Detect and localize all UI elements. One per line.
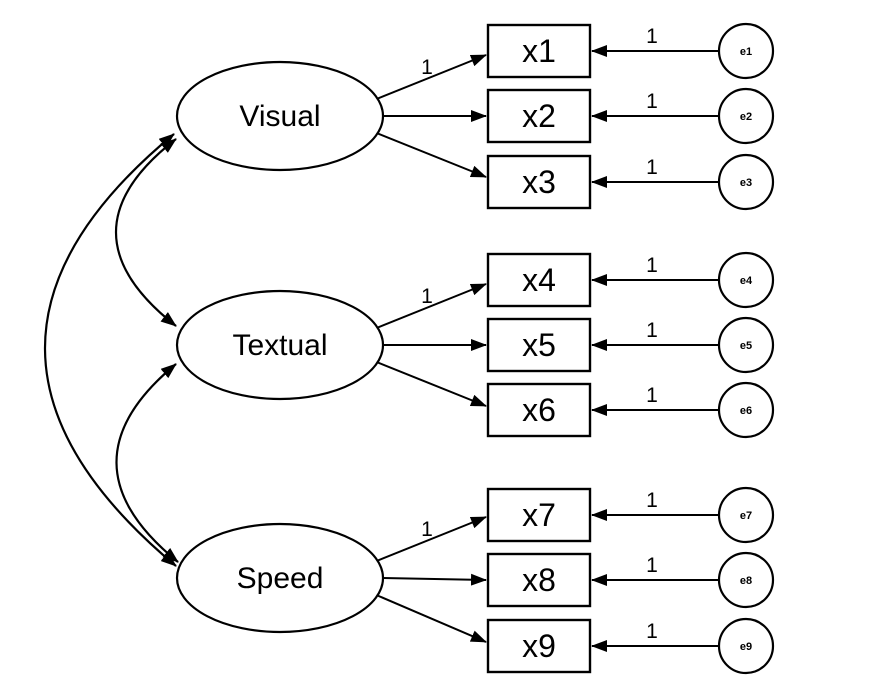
error-circle-e9: [717, 617, 775, 675]
factor-label-textual: Textual: [232, 329, 327, 362]
loading-arrow-speed-x9: [373, 593, 487, 643]
error-weight-label-e2: 1: [646, 90, 658, 113]
indicator-label-x1: x1: [522, 33, 556, 69]
indicator-label-x6: x6: [522, 392, 556, 428]
loading-arrow-textual-x4: [373, 283, 487, 330]
error-weight-label-e6: 1: [646, 384, 658, 407]
error-circle-e2: [717, 87, 775, 145]
error-weight-label-e7: 1: [646, 489, 658, 512]
error-label-e9: e9: [740, 641, 752, 653]
error-label-e5: e5: [740, 340, 752, 352]
indicator-label-x8: x8: [522, 562, 556, 598]
error-circle-e4: [717, 251, 775, 309]
error-weight-label-e3: 1: [646, 156, 658, 179]
error-label-e6: e6: [740, 405, 752, 417]
covariance-arrow-textual-speed: [115, 363, 179, 563]
indicator-label-x5: x5: [522, 327, 556, 363]
error-label-e4: e4: [740, 275, 753, 287]
latent-factor-ellipse-textual: [175, 289, 385, 401]
error-label-e3: e3: [740, 177, 752, 189]
indicator-box-x9: [486, 618, 592, 674]
indicator-label-x7: x7: [522, 497, 556, 533]
loading-arrow-speed-x7: [373, 516, 487, 563]
error-circle-e7: [717, 486, 775, 544]
error-weight-label-e4: 1: [646, 254, 658, 277]
error-label-e7: e7: [740, 510, 752, 522]
indicator-box-x5: [486, 317, 592, 373]
error-circle-e5: [717, 316, 775, 374]
indicator-label-x4: x4: [522, 262, 556, 298]
indicator-box-x1: [486, 23, 592, 79]
indicator-box-x3: [486, 154, 592, 210]
error-weight-label-e1: 1: [646, 25, 658, 48]
loading-arrow-visual-x3: [373, 131, 487, 178]
latent-factor-ellipse-speed: [175, 522, 385, 634]
indicator-box-x6: [486, 382, 592, 438]
indicator-label-x3: x3: [522, 164, 556, 200]
error-weight-label-e5: 1: [646, 319, 658, 342]
loading-weight-label-visual-x1: 1: [421, 56, 433, 79]
error-circle-e8: [717, 551, 775, 609]
indicator-box-x7: [486, 487, 592, 543]
covariance-arrow-visual-speed: [44, 133, 177, 567]
indicator-box-x2: [486, 88, 592, 144]
error-circle-e3: [717, 153, 775, 211]
loading-arrow-textual-x6: [373, 360, 487, 407]
error-label-e1: e1: [740, 46, 752, 58]
error-label-e2: e2: [740, 111, 752, 123]
covariance-arrow-visual-textual: [115, 138, 177, 327]
error-weight-label-e9: 1: [646, 620, 658, 643]
loading-weight-label-textual-x4: 1: [421, 285, 433, 308]
indicator-label-x9: x9: [522, 628, 556, 664]
indicator-box-x4: [486, 252, 592, 308]
loading-arrow-visual-x1: [373, 54, 487, 101]
error-weight-label-e8: 1: [646, 554, 658, 577]
error-circle-e1: [717, 22, 775, 80]
loading-arrow-speed-x8: [382, 573, 487, 586]
factor-label-visual: Visual: [239, 100, 320, 133]
error-circle-e6: [717, 381, 775, 439]
indicator-label-x2: x2: [522, 98, 556, 134]
indicator-box-x8: [486, 552, 592, 608]
latent-factor-ellipse-visual: [175, 60, 385, 172]
error-label-e8: e8: [740, 575, 752, 587]
loading-weight-label-speed-x7: 1: [421, 518, 433, 541]
factor-label-speed: Speed: [237, 562, 324, 595]
